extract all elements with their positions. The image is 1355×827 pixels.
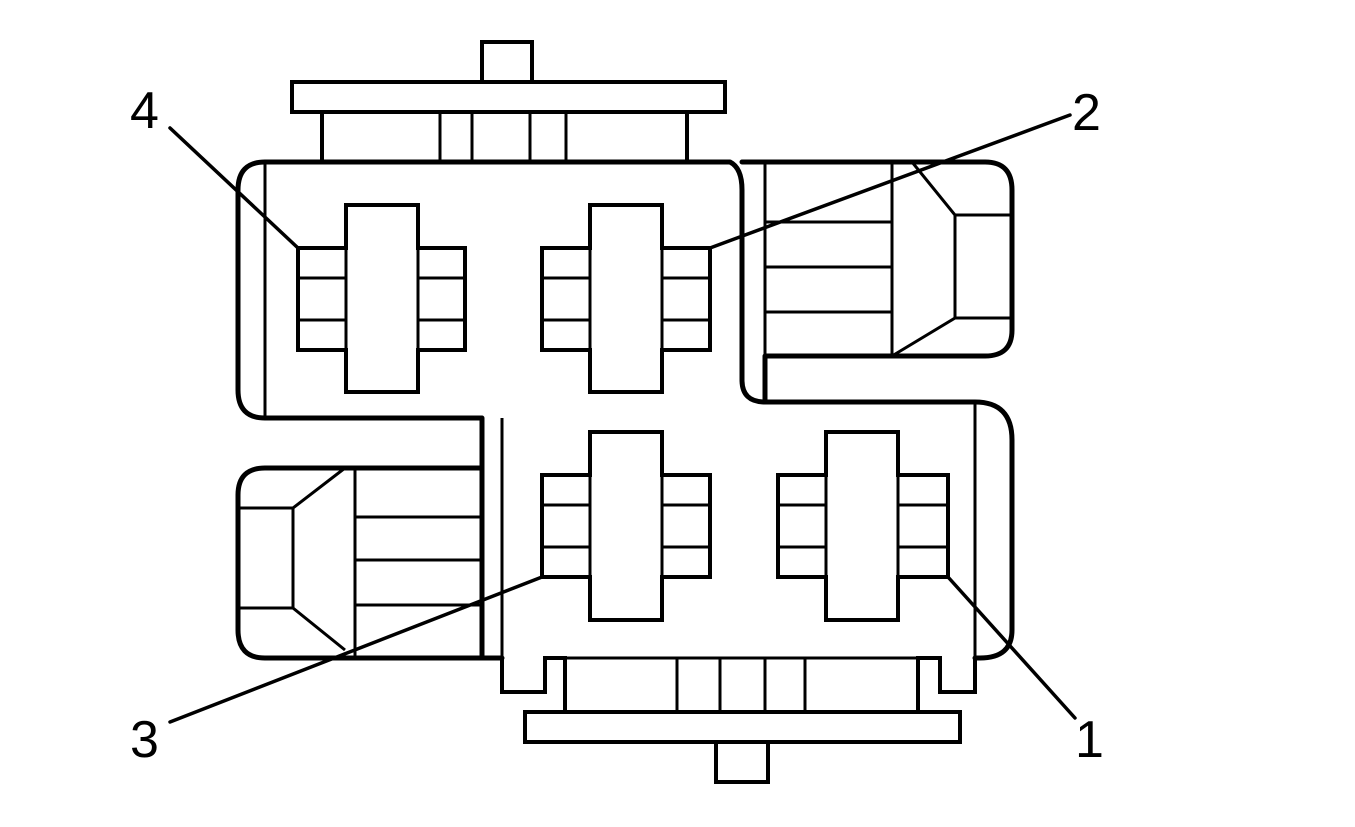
- left-side-latch: [235, 465, 485, 661]
- terminal-cavity-1: [776, 430, 950, 622]
- right-side-latch: [739, 159, 1015, 405]
- terminal-cavity-3: [540, 430, 712, 622]
- callout-label-1: 1: [1075, 711, 1104, 769]
- leader-line-4: [168, 126, 300, 250]
- top-latch: [290, 40, 727, 162]
- leader-line-2: [708, 113, 1072, 250]
- terminal-cavity-4: [296, 203, 467, 394]
- callout-label-2: 2: [1072, 84, 1101, 142]
- bottom-latch: [500, 656, 977, 784]
- callout-label-3: 3: [130, 711, 159, 769]
- terminal-cavity-2: [540, 203, 712, 394]
- leader-line-3: [168, 575, 544, 724]
- callout-label-4: 4: [130, 82, 159, 140]
- leader-line-1: [946, 575, 1077, 720]
